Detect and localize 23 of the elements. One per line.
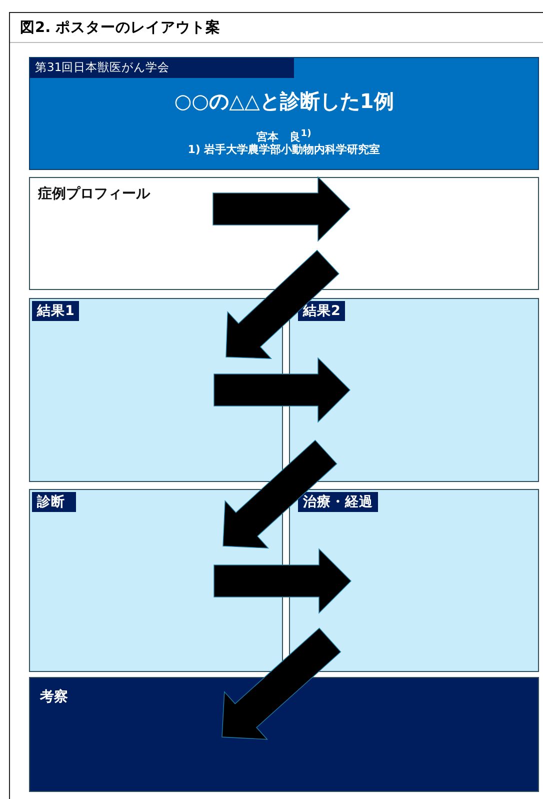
section-heading: 症例プロフィール <box>38 185 150 203</box>
figure-title: 図2. ポスターのレイアウト案 <box>20 18 221 37</box>
poster-title: ○○の△△と診断した1例 <box>173 88 395 115</box>
discussion-box <box>29 677 539 792</box>
section-heading: 結果2 <box>298 301 346 321</box>
section-heading: 治療・経過 <box>298 492 378 512</box>
header-banner <box>29 57 539 170</box>
section-heading: 診断 <box>32 492 76 512</box>
block-arrow <box>214 357 350 423</box>
section-box <box>29 298 283 482</box>
section-heading: 考察 <box>40 688 68 706</box>
affiliation: 1) 岩手大学農学部小動物内科学研究室 <box>186 142 382 157</box>
block-arrow <box>214 548 352 614</box>
block-arrow <box>226 250 340 359</box>
section-box <box>289 489 539 672</box>
profile-box <box>29 177 539 290</box>
conference-label: 第31回日本獣医がん学会 <box>30 58 294 78</box>
section-box <box>29 489 283 672</box>
author-name: 宮本 良$^{1)}$ <box>256 128 312 144</box>
section-box <box>289 298 539 482</box>
block-arrow <box>222 628 342 740</box>
section-heading: 結果1 <box>32 301 80 321</box>
block-arrow <box>222 440 338 548</box>
